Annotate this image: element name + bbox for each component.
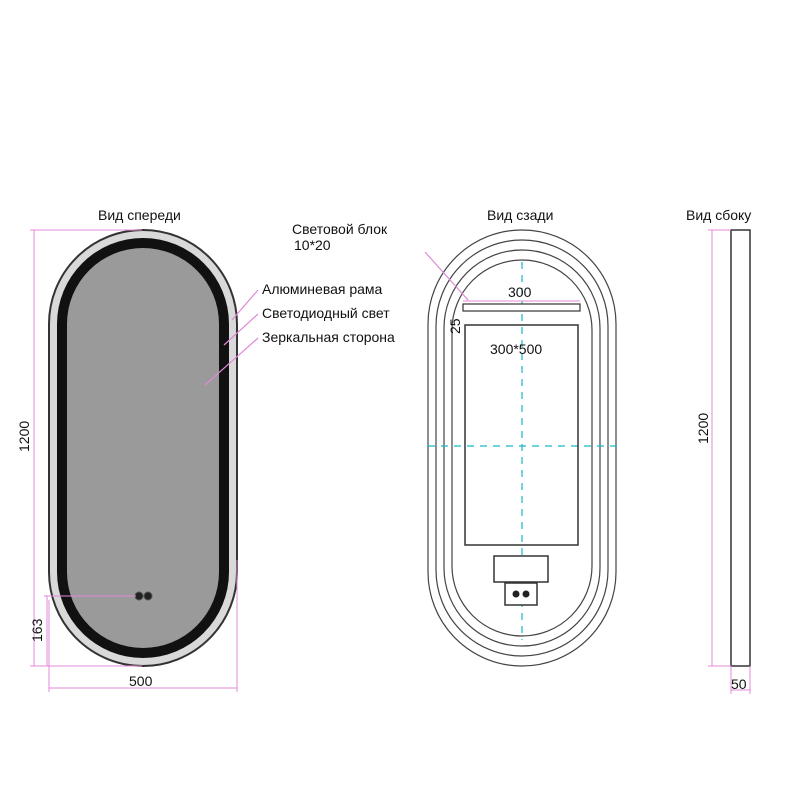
touch-sensor-left-icon xyxy=(134,591,144,601)
side-depth-value: 50 xyxy=(731,676,747,692)
light-unit-box xyxy=(493,555,549,583)
front-height-value: 1200 xyxy=(16,421,32,452)
callout-line-light-unit xyxy=(424,251,469,301)
bracket-offset-value: 25 xyxy=(447,318,463,334)
switch-box xyxy=(504,582,538,606)
back-view-title: Вид сзади xyxy=(487,207,553,223)
callout-light-unit-size: 10*20 xyxy=(294,237,331,253)
connector-right-icon xyxy=(522,590,530,598)
touch-sensor-right-icon xyxy=(143,591,153,601)
callout-frame-label: Алюминевая рама xyxy=(262,281,383,297)
mounting-bracket xyxy=(462,303,581,312)
side-view: Вид сбоку 1200 50 xyxy=(686,207,751,694)
side-view-title: Вид сбоку xyxy=(686,207,751,223)
callout-line-mirror xyxy=(204,337,259,386)
back-panel-size-value: 300*500 xyxy=(490,341,542,357)
front-view-title: Вид спереди xyxy=(98,207,181,223)
side-profile xyxy=(730,229,751,667)
callout-line-frame xyxy=(231,289,259,321)
front-mirror-glass xyxy=(67,248,219,648)
bracket-width-value: 300 xyxy=(508,284,532,300)
back-outline-3 xyxy=(443,249,601,647)
back-outline-2 xyxy=(435,239,609,657)
sensor-offset-value: 163 xyxy=(29,618,45,642)
back-panel xyxy=(464,324,579,546)
back-view: Вид сзади 300 25 300*500 Световой блок 1… xyxy=(292,207,618,667)
front-view: Вид спереди Алюминевая рама Светодиодный… xyxy=(16,207,395,692)
back-outline-1 xyxy=(427,229,617,667)
callout-mirror-label: Зеркальная сторона xyxy=(262,329,395,345)
callout-light-unit-label: Световой блок xyxy=(292,221,388,237)
callout-line-led xyxy=(223,313,259,346)
back-outline-4 xyxy=(451,259,593,637)
connector-left-icon xyxy=(512,590,520,598)
side-height-value: 1200 xyxy=(695,413,711,444)
front-width-value: 500 xyxy=(129,673,153,689)
callout-led-label: Светодиодный свет xyxy=(262,305,390,321)
